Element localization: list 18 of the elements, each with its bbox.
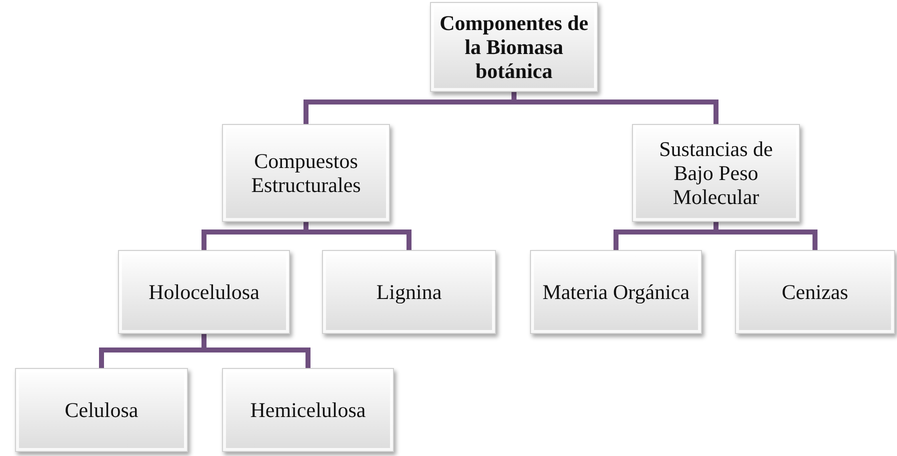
concept-box <box>430 2 598 92</box>
concept-box <box>222 368 394 452</box>
node-label: Materia Orgánica <box>542 280 690 304</box>
concept-box <box>222 124 390 222</box>
concept-box <box>322 250 496 334</box>
node-label: Sustancias de Bajo Peso Molecular <box>658 136 774 210</box>
concept-box <box>118 250 290 334</box>
concept-box <box>735 250 895 334</box>
node-label: Holocelulosa <box>148 280 260 304</box>
node-label: Cenizas <box>782 280 848 304</box>
node-label: Compuestos Estructurales <box>250 148 362 198</box>
concept-box <box>530 250 702 334</box>
node-label: Componentes de la Biomasa botánica <box>438 10 590 84</box>
concept-box <box>15 368 188 452</box>
node-label: Hemicelulosa <box>250 398 366 422</box>
concept-box <box>632 124 800 222</box>
node-label: Lignina <box>376 280 442 304</box>
node-label: Celulosa <box>64 398 138 422</box>
